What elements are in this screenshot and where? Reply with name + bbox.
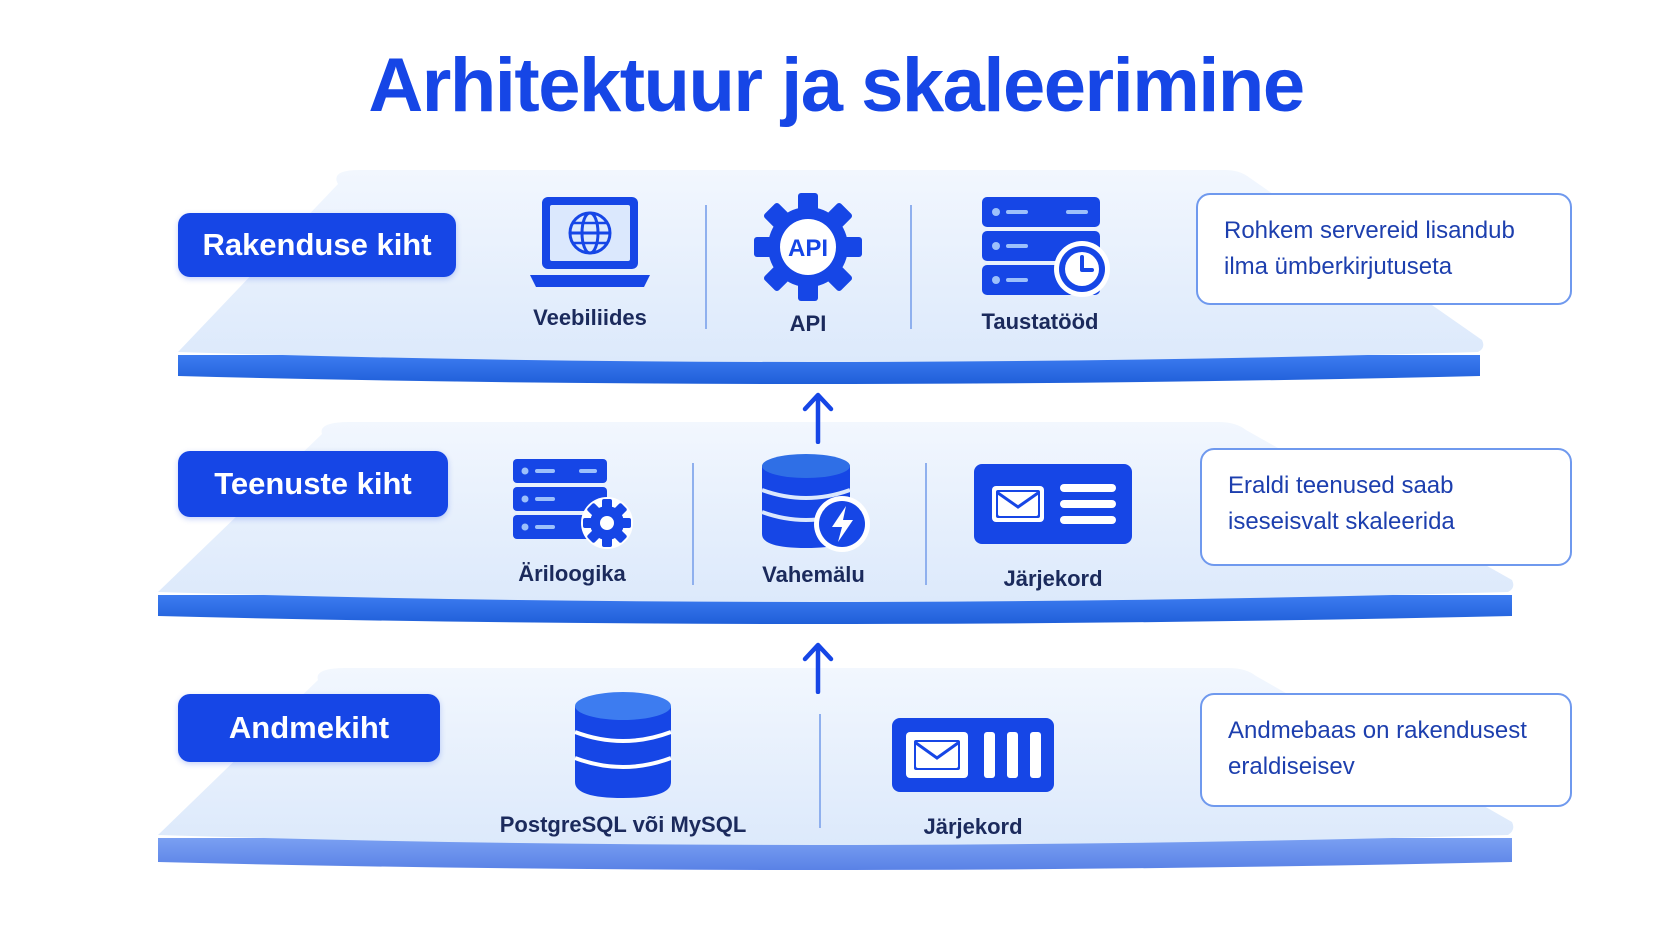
- item-taustatood: Taustatööd: [955, 195, 1125, 335]
- divider: [819, 714, 821, 828]
- mail-message-icon: [974, 464, 1132, 544]
- item-vahemalu: Vahemälu: [736, 452, 891, 588]
- divider: [910, 205, 912, 329]
- svg-text:API: API: [788, 235, 828, 262]
- layer-plate-data: [158, 668, 1514, 870]
- item-api: API API: [738, 193, 878, 337]
- item-postgresql: PostgreSQL või MySQL: [488, 690, 758, 838]
- item-label: Veebiliides: [533, 305, 647, 330]
- item-label: PostgreSQL või MySQL: [499, 812, 747, 837]
- arrow-up-icon: [802, 642, 834, 694]
- item-label: Vahemälu: [762, 562, 865, 587]
- layer-badge-data: Andmekiht: [178, 694, 440, 762]
- database-icon: [574, 692, 672, 798]
- item-jarjekord-data: Järjekord: [888, 716, 1058, 840]
- item-label: Äriloogika: [518, 561, 626, 586]
- api-gear-icon: API: [754, 193, 862, 301]
- divider: [692, 463, 694, 585]
- server-gear-icon: [513, 459, 633, 549]
- page-title: Arhitektuur ja skaleerimine: [368, 43, 1305, 128]
- divider: [705, 205, 707, 329]
- item-ariloogika: Äriloogika: [492, 455, 652, 587]
- note-services: Eraldi teenused saab iseseisvalt skaleer…: [1200, 448, 1572, 566]
- item-label: Taustatööd: [981, 309, 1099, 334]
- item-label: Järjekord: [923, 814, 1023, 839]
- item-veebiliides: Veebiliides: [500, 195, 680, 331]
- item-label: Järjekord: [1003, 566, 1103, 591]
- database-bolt-icon: [760, 454, 870, 552]
- server-clock-icon: [982, 197, 1110, 297]
- laptop-globe-icon: [530, 197, 650, 287]
- item-label: API: [789, 311, 827, 336]
- note-application: Rohkem servereid lisandub ilma ümberkirj…: [1196, 193, 1572, 305]
- item-jarjekord-services: Järjekord: [968, 462, 1138, 592]
- note-data: Andmebaas on rakendusest eraldiseisev: [1200, 693, 1572, 807]
- arrow-up-icon: [802, 392, 834, 444]
- layer-badge-application: Rakenduse kiht: [178, 213, 456, 277]
- layer-badge-services: Teenuste kiht: [178, 451, 448, 517]
- mail-queue-icon: [892, 718, 1054, 792]
- divider: [925, 463, 927, 585]
